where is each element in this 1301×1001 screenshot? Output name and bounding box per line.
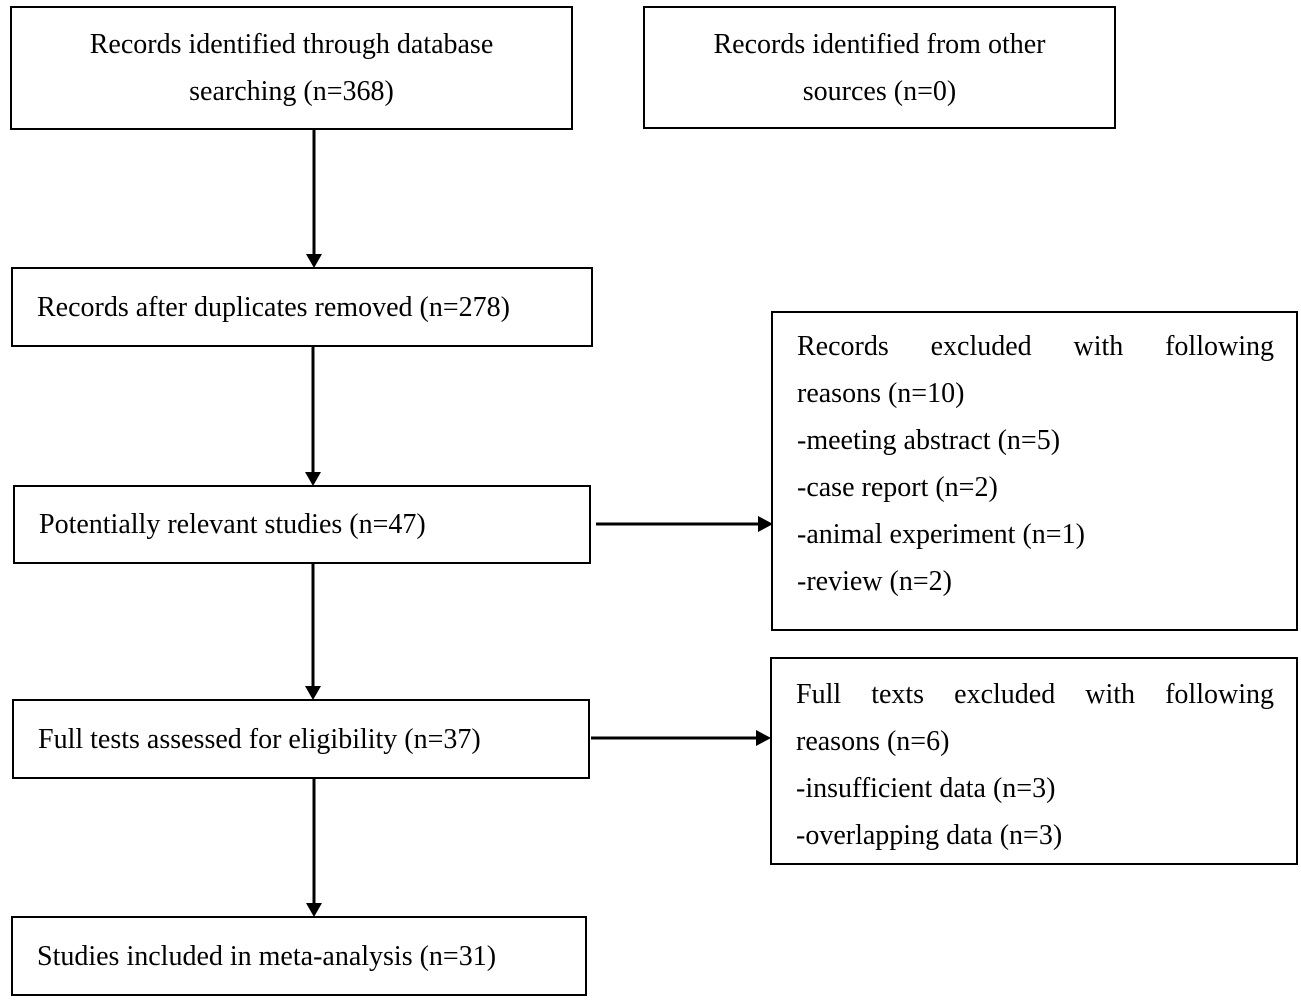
box-fulltexts-excluded: Full texts excluded with following reaso… [770,657,1298,865]
records-excluded-reason: -case report (n=2) [797,472,998,503]
fulltexts-excluded-heading-line2: reasons (n=6) [796,726,950,757]
box-duplicates-removed: Records after duplicates removed (n=278) [11,267,593,347]
box-other-sources: Records identified from other sources (n… [643,6,1116,129]
box-full-texts-assessed: Full tests assessed for eligibility (n=3… [12,699,590,779]
arrow-search-to-duplicates [306,130,322,268]
records-excluded-reason: -animal experiment (n=1) [797,519,1085,550]
other-sources-line1: Records identified from other [713,28,1046,60]
box-records-excluded: Records excluded with following reasons … [771,311,1298,631]
box-potentially-relevant: Potentially relevant studies (n=47) [13,485,591,564]
fulltexts-excluded-reason: -insufficient data (n=3) [796,773,1056,804]
arrow-relevant-to-fulltext [305,563,321,700]
fulltexts-excluded-heading-line1: Full texts excluded with following [796,679,1274,710]
included-text: Studies included in meta-analysis (n=31) [37,940,497,972]
database-search-line2: searching (n=368) [189,76,394,107]
arrow-duplicates-to-relevant [305,347,321,486]
records-excluded-reason: -meeting abstract (n=5) [797,425,1061,456]
duplicates-removed-text: Records after duplicates removed (n=278) [37,291,510,323]
fulltexts-excluded-reason: -overlapping data (n=3) [796,820,1063,851]
arrow-relevant-to-excluded [596,516,773,532]
other-sources-line2: sources (n=0) [802,75,957,107]
database-search-line1: Records identified through database [89,29,494,60]
potentially-relevant-text: Potentially relevant studies (n=47) [39,509,426,540]
records-excluded-heading-line2: reasons (n=10) [797,378,965,409]
box-database-search: Records identified through database sear… [10,6,573,130]
records-excluded-heading-line1: Records excluded with following [797,331,1274,362]
arrow-fulltext-to-included [306,779,322,917]
box-included: Studies included in meta-analysis (n=31) [11,916,587,996]
records-excluded-reason: -review (n=2) [797,566,952,597]
arrow-fulltext-to-excluded [591,730,771,746]
full-texts-assessed-text: Full tests assessed for eligibility (n=3… [38,723,481,755]
